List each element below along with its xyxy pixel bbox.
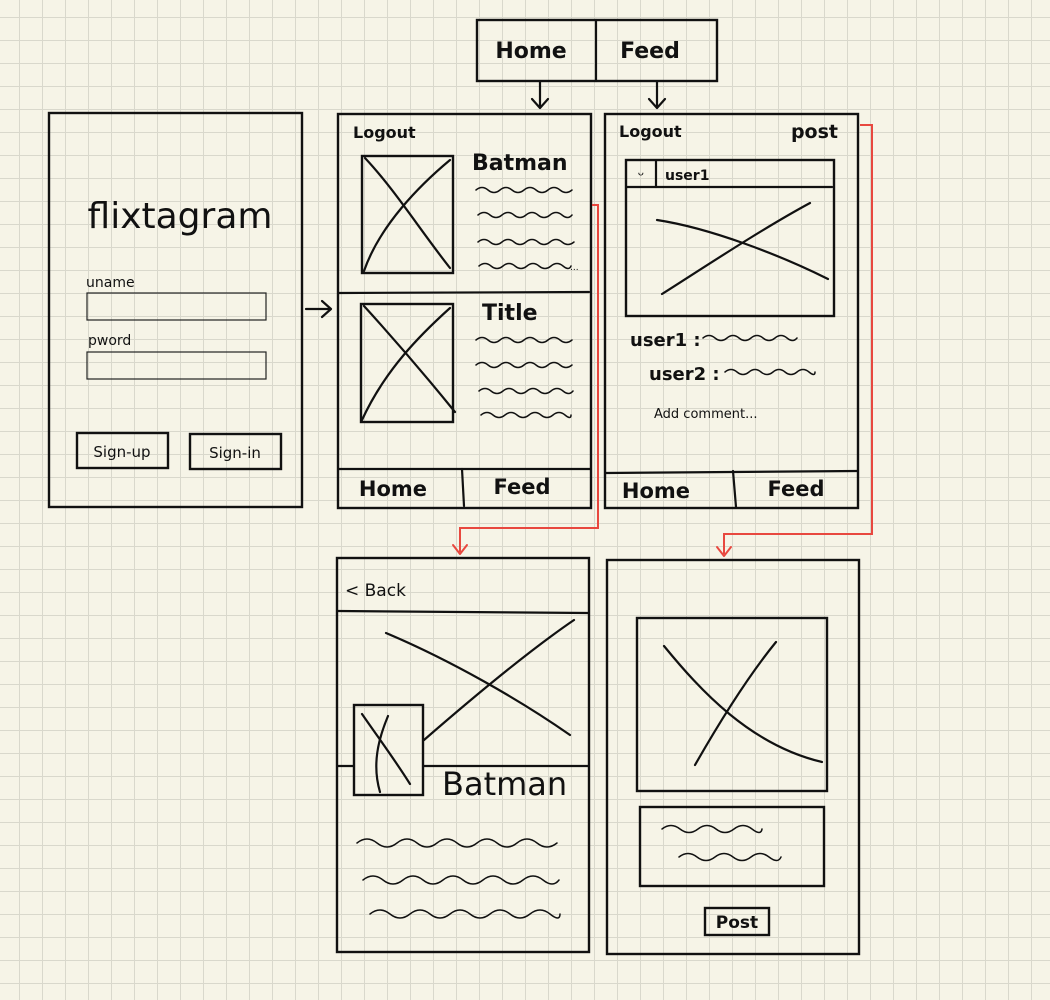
caption-box[interactable]	[638, 805, 826, 888]
feed-tab-feed[interactable]: Feed	[767, 477, 824, 501]
arrow-down-icon	[647, 80, 667, 110]
ellipsis: ...	[570, 263, 579, 273]
poster-image	[352, 703, 425, 797]
login-screen: flixtagram uname pword Sign-up Sign-in	[47, 111, 304, 509]
movie-description-line	[475, 336, 573, 344]
movie-title: Batman	[472, 151, 568, 176]
movie-description-line	[475, 186, 573, 194]
smiley-avatar-icon: ᵕ	[638, 166, 645, 185]
post-card[interactable]: ᵕ user1	[624, 158, 836, 318]
arrow-right-icon	[304, 299, 333, 319]
compose-screen: Post	[605, 558, 861, 956]
synopsis-line	[369, 909, 561, 919]
home-logout[interactable]: Logout	[353, 123, 416, 142]
top-nav-home[interactable]: Home	[495, 39, 566, 64]
feed-screen: Logout post ᵕ user1 user1 : user2 : Add …	[603, 112, 860, 510]
movie-description-line	[478, 387, 574, 395]
arrow-down-icon	[530, 80, 550, 110]
image-placeholder-icon	[360, 154, 455, 275]
movie-description-line	[475, 361, 573, 369]
synopsis-line	[356, 838, 558, 848]
username-field[interactable]	[86, 292, 267, 321]
password-label: pword	[88, 333, 131, 349]
movie-description-line	[480, 411, 572, 419]
signin-button-label: Sign-in	[209, 444, 261, 462]
movie-title: Title	[482, 301, 538, 326]
post-username: user1	[665, 168, 709, 184]
backdrop-image	[384, 618, 576, 742]
top-nav: Home Feed	[475, 18, 719, 110]
feed-post-link[interactable]: post	[791, 121, 838, 143]
app-title: flixtagram	[88, 196, 273, 237]
home-tab-home[interactable]: Home	[359, 477, 427, 501]
home-screen: Logout Batman ... Title	[336, 112, 593, 510]
movie-description-line	[477, 211, 573, 219]
synopsis-line	[362, 875, 560, 885]
comment-text-line	[702, 334, 798, 342]
signup-button[interactable]	[75, 431, 170, 470]
signup-button-label: Sign-up	[93, 443, 150, 461]
post-button-label: Post	[716, 913, 758, 933]
feed-logout[interactable]: Logout	[619, 122, 682, 141]
password-field[interactable]	[86, 351, 267, 380]
signin-button[interactable]	[188, 432, 283, 471]
back-button[interactable]: < Back	[345, 581, 406, 601]
add-comment-input[interactable]: Add comment...	[654, 407, 757, 422]
home-tab-feed[interactable]: Feed	[493, 475, 550, 499]
comment-user: user1 :	[630, 330, 701, 351]
top-nav-feed[interactable]: Feed	[620, 39, 680, 64]
image-placeholder-icon[interactable]	[635, 616, 829, 793]
movie-row[interactable]: Batman ...	[360, 151, 579, 275]
flow-arrow-to-detail	[452, 204, 599, 555]
image-placeholder-icon	[359, 302, 457, 424]
movie-description-line	[478, 262, 572, 270]
comment-user: user2 :	[649, 364, 720, 385]
detail-title: Batman	[442, 765, 567, 803]
image-placeholder-icon	[655, 201, 830, 296]
feed-tab-home[interactable]: Home	[622, 479, 690, 503]
post-button[interactable]	[703, 906, 771, 937]
movie-row[interactable]: Title	[359, 301, 574, 424]
flow-arrow-to-compose	[716, 124, 873, 557]
detail-screen: < Back Batman	[335, 556, 591, 954]
comment-text-line	[724, 368, 816, 376]
movie-description-line	[477, 238, 575, 246]
username-label: uname	[86, 275, 135, 291]
